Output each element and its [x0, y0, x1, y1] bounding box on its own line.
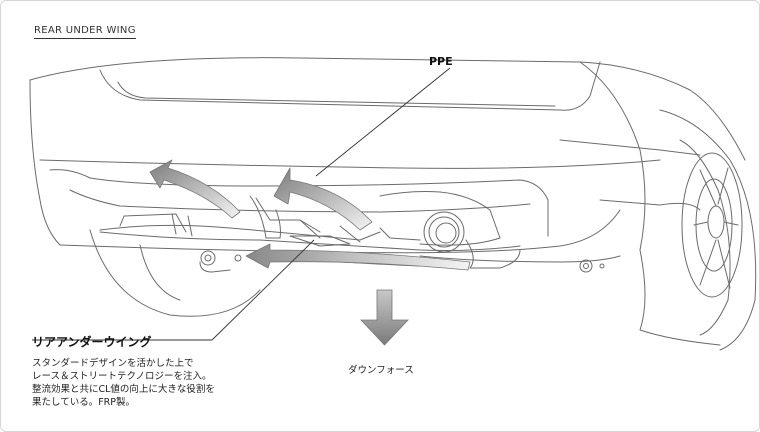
- section-title: REAR UNDER WING: [34, 25, 136, 39]
- side-edge: [689, 89, 746, 161]
- quarter-crease: [559, 139, 701, 156]
- bumper-outline: [29, 79, 61, 246]
- right-wheel: [639, 109, 757, 351]
- airflow-arrows: [149, 159, 471, 271]
- description-line: 果たしている。FRP製。: [32, 397, 136, 408]
- ppe-leader-line: [315, 67, 451, 177]
- bumper-lower: [59, 209, 621, 254]
- bumper-top: [29, 57, 691, 91]
- airflow-arrow-under: [245, 243, 471, 271]
- exhaust-recess: [379, 191, 501, 246]
- description-line: レース＆ストリートテクノロジーを注入。: [32, 371, 212, 382]
- left-wheel-arch: [89, 229, 261, 317]
- under-wing-fins: [99, 195, 421, 247]
- bumper-crease: [39, 159, 661, 169]
- rear-quarter: [579, 61, 646, 251]
- tow-bolt-left: [200, 250, 216, 266]
- diffuser-top: [49, 169, 549, 237]
- airflow-arrow-center: [273, 167, 373, 231]
- description-line: スタンダードデザインを活かした上で: [32, 358, 194, 369]
- downforce-label: ダウンフォース: [348, 365, 414, 376]
- airflow-arrow-left: [149, 159, 241, 219]
- trunk-lip: [99, 61, 601, 111]
- license-recess: [117, 81, 556, 107]
- ppe-callout-label: PPE: [429, 55, 453, 68]
- diffuser-lower-edge: [99, 231, 521, 251]
- description-line: 整流効果と共にCL値の向上に大きな役割を: [32, 384, 215, 395]
- product-name: リアアンダーウイング: [32, 335, 152, 349]
- exhaust-tip: [423, 211, 521, 269]
- diffuser-inner: [69, 189, 531, 213]
- product-leader-line: [211, 239, 315, 341]
- tow-bolt-right: [579, 259, 593, 273]
- downforce-arrow: [360, 289, 409, 346]
- product-description: スタンダードデザインを活かした上で レース＆ストリートテクノロジーを注入。 整流…: [32, 357, 332, 409]
